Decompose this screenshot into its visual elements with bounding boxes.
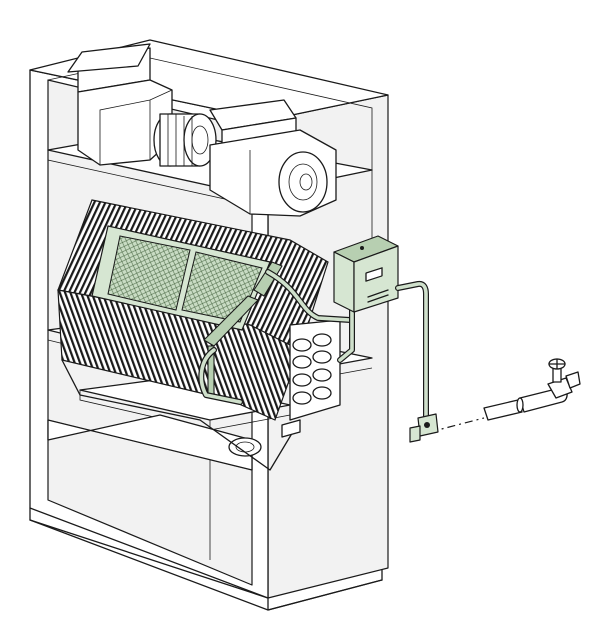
humidifier-assembly bbox=[91, 225, 355, 405]
shutoff-valve bbox=[547, 358, 581, 399]
mounting-rail bbox=[203, 295, 259, 347]
blower-motor bbox=[153, 113, 217, 167]
water-supply-line bbox=[395, 280, 485, 433]
lower-fitting bbox=[228, 437, 262, 457]
blower-right bbox=[209, 99, 337, 217]
saddle-tap bbox=[409, 413, 439, 443]
humidifier-pad-left bbox=[107, 235, 191, 311]
drain-fitting bbox=[281, 419, 301, 438]
coil-tube-ends bbox=[292, 333, 332, 405]
control-box bbox=[333, 235, 399, 313]
